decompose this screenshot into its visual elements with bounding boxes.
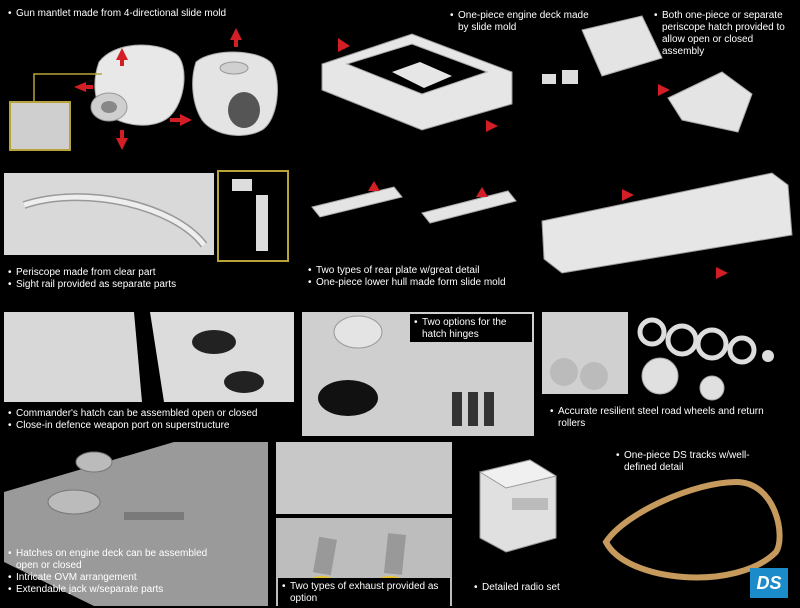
caption-gun-mantlet: Gun mantlet made from 4-directional slid… bbox=[8, 8, 288, 20]
engine-deck-illustration bbox=[321, 15, 753, 133]
caption-engine-hatches: Hatches on engine deck can be assembled … bbox=[8, 548, 208, 596]
caption-hatch-hinges: Two options for the hatch hinges bbox=[414, 317, 532, 341]
caption-periscope: Periscope made from clear part Sight rai… bbox=[8, 267, 288, 291]
road-wheels-illustration bbox=[542, 312, 774, 401]
ds-tracks-illustration bbox=[602, 478, 783, 581]
caption-exhaust: Two types of exhaust provided as option bbox=[282, 581, 448, 605]
ds-badge: DS bbox=[750, 568, 788, 598]
caption-radio-set: Detailed radio set bbox=[474, 582, 574, 594]
periscope-illustration bbox=[22, 170, 289, 262]
panel-ds-tracks: One-piece DS tracks w/well-defined detai… bbox=[586, 442, 796, 606]
radio-set-illustration bbox=[478, 459, 558, 553]
caption-engine-deck: One-piece engine deck made by slide mold bbox=[450, 10, 590, 34]
caption-commander-hatch: Commander's hatch can be assembled open … bbox=[8, 408, 292, 432]
panel-radio-set: Detailed radio set bbox=[460, 442, 578, 606]
panel-hatch-hinges: Two options for the hatch hinges bbox=[302, 312, 534, 436]
gun-mantlet-illustration bbox=[9, 28, 278, 151]
caption-road-wheels: Accurate resilient steel road wheels and… bbox=[550, 406, 790, 430]
sight-rail-photo bbox=[4, 173, 214, 255]
panel-engine-hatches: Hatches on engine deck can be assembled … bbox=[4, 442, 268, 606]
commander-hatch-illustration bbox=[4, 312, 294, 402]
panel-engine-deck: One-piece engine deck made by slide mold… bbox=[302, 2, 796, 157]
panel-commander-hatch: Commander's hatch can be assembled open … bbox=[4, 312, 294, 436]
hatch-hinges-illustration bbox=[318, 315, 494, 426]
rear-plate-illustration bbox=[311, 172, 793, 279]
panel-periscope: Periscope made from clear part Sight rai… bbox=[4, 165, 294, 298]
panel-rear-plate: Two types of rear plate w/great detail O… bbox=[302, 165, 796, 298]
caption-hatch-plate: Both one-piece or separate periscope hat… bbox=[654, 10, 792, 58]
caption-rear-plate: Two types of rear plate w/great detail O… bbox=[308, 265, 608, 289]
panel-gun-mantlet: Gun mantlet made from 4-directional slid… bbox=[4, 2, 294, 157]
panel-exhaust: Two types of exhaust provided as option bbox=[276, 442, 452, 606]
caption-ds-tracks: One-piece DS tracks w/well-defined detai… bbox=[616, 450, 776, 474]
panel-road-wheels: Accurate resilient steel road wheels and… bbox=[542, 312, 796, 436]
